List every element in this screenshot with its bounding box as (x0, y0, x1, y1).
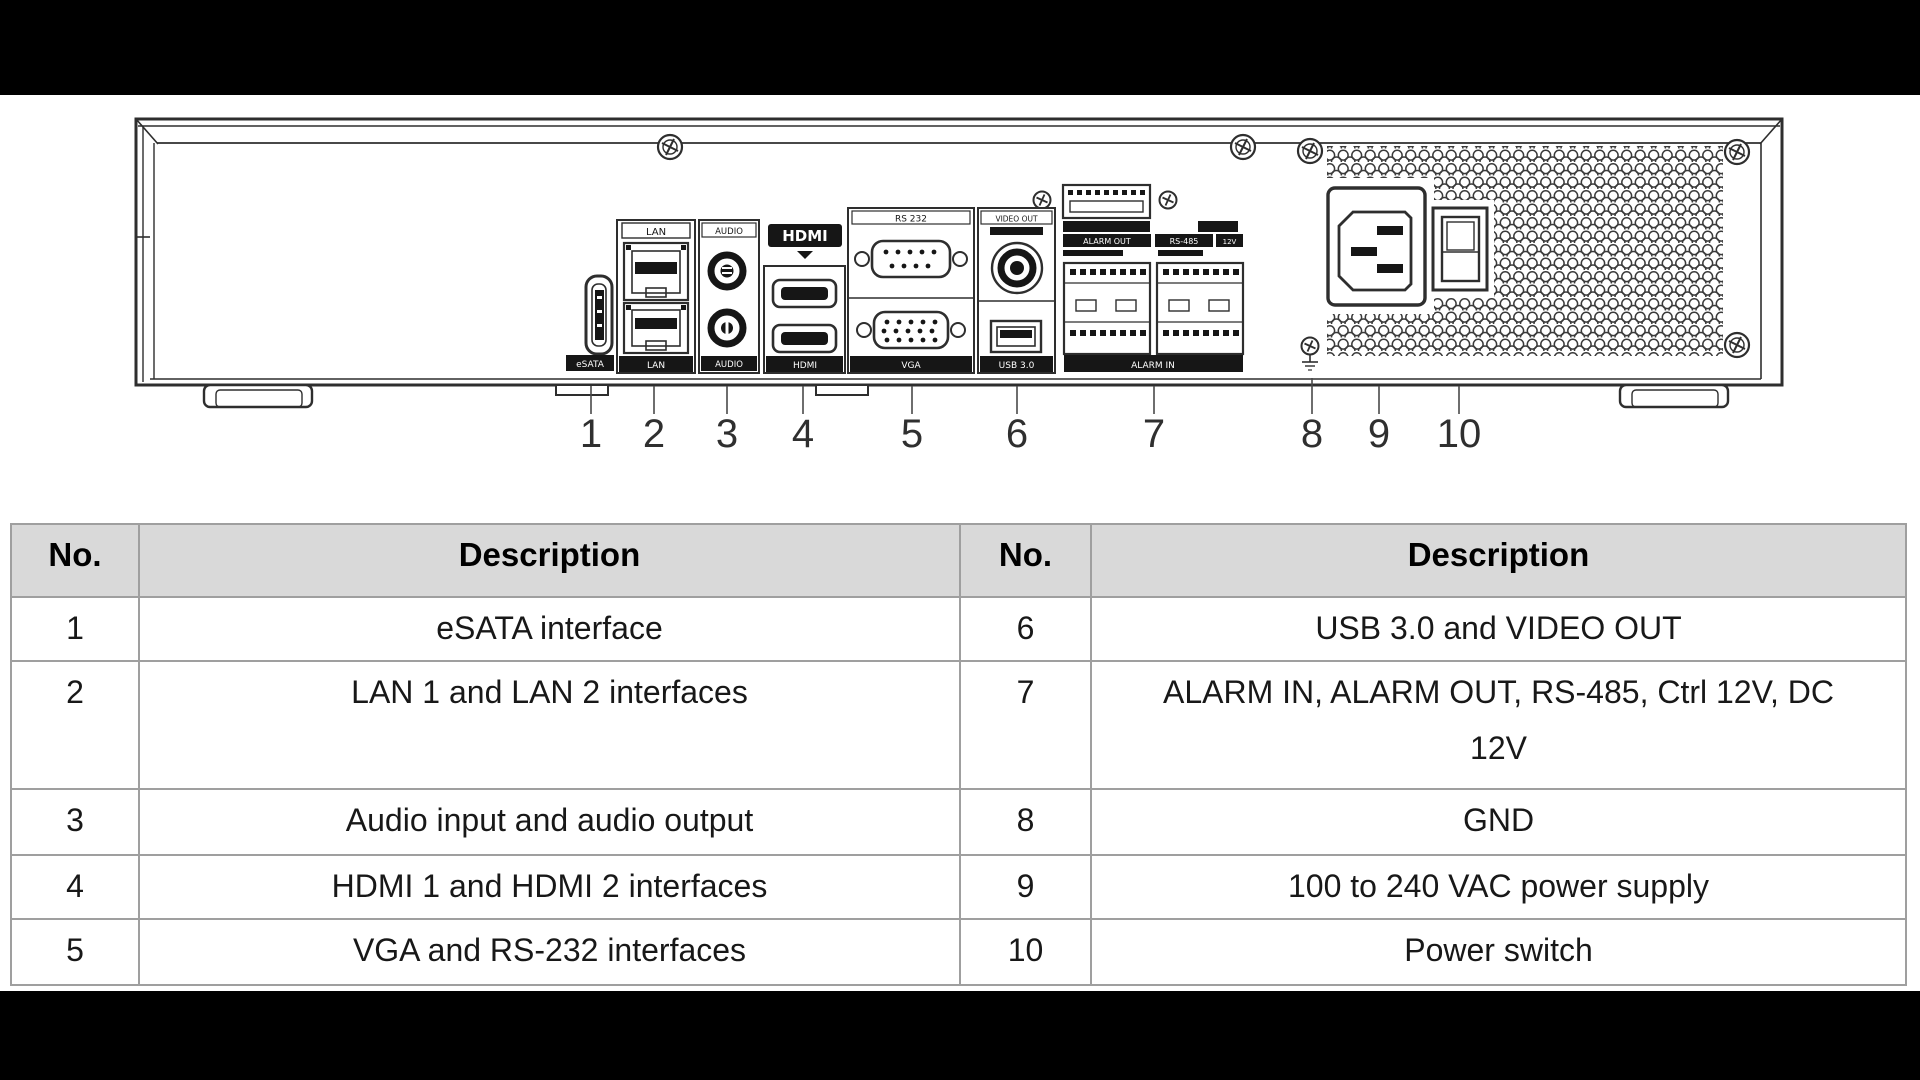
audio-top-label: AUDIO (715, 227, 743, 237)
table-row: 3 Audio input and audio output 8 GND (10, 788, 1907, 856)
cell-description: LAN 1 and LAN 2 interfaces (138, 660, 961, 790)
rs232-vga-group: RS 232 VGA (847, 207, 975, 374)
vga-port (856, 310, 966, 350)
rs485-label: RS-485 (1170, 237, 1199, 246)
usb-bottom-label: USB 3.0 (999, 361, 1035, 371)
chassis-foot-right (1618, 383, 1730, 409)
cell-description: VGA and RS-232 interfaces (138, 918, 961, 986)
power-inlet (1326, 186, 1427, 307)
videoout-usb-group: VIDEO OUT USB 3.0 (977, 207, 1056, 374)
cell-description: eSATA interface (138, 596, 961, 662)
lan-ports: LAN LAN (616, 219, 696, 374)
rs232-top-label: RS 232 (895, 215, 927, 225)
audio-bottom-label: AUDIO (715, 360, 743, 370)
alarm-bottom-label: ALARM IN (1131, 361, 1175, 371)
col-header-no-right: No. (959, 523, 1092, 598)
table-row: 5 VGA and RS-232 interfaces 10 Power swi… (10, 918, 1907, 986)
callout-numbers: 1 2 3 4 5 6 7 8 9 10 (580, 412, 1481, 456)
video-out-jack (990, 241, 1044, 295)
port-description-table: No. Description No. Description 1 eSATA … (10, 523, 1907, 986)
svg-text:HDMI: HDMI (782, 227, 828, 245)
hdmi-bottom-label: HDMI (793, 361, 817, 371)
alarm-label-strips: ALARM OUT RS-485 12V (1063, 221, 1243, 256)
hdmi-port-2 (771, 323, 838, 354)
cell-description: ALARM IN, ALARM OUT, RS-485, Ctrl 12V, D… (1090, 660, 1907, 790)
power-switch (1431, 206, 1489, 292)
audio-jacks: AUDIO AUDIO (698, 219, 760, 374)
cell-description: USB 3.0 and VIDEO OUT (1090, 596, 1907, 662)
cell-description: HDMI 1 and HDMI 2 interfaces (138, 854, 961, 920)
cell-no: 5 (10, 918, 140, 986)
hdmi-logo: HDMI (768, 224, 842, 259)
lan-port-1 (622, 241, 690, 302)
table-row: 2 LAN 1 and LAN 2 interfaces 7 ALARM IN,… (10, 660, 1907, 790)
cell-no: 2 (10, 660, 140, 790)
cell-description: GND (1090, 788, 1907, 856)
mount-tab (555, 384, 609, 396)
cell-description: Power switch (1090, 918, 1907, 986)
usb3-port (989, 319, 1043, 354)
lan-port-2 (622, 301, 690, 355)
cell-no: 6 (959, 596, 1092, 662)
esata-label: eSATA (576, 360, 605, 370)
video-out-top-label: VIDEO OUT (995, 215, 1038, 224)
cell-no: 4 (10, 854, 140, 920)
table-row: 4 HDMI 1 and HDMI 2 interfaces 9 100 to … (10, 854, 1907, 920)
12v-label: 12V (1223, 238, 1237, 246)
col-header-no-left: No. (10, 523, 140, 598)
callout-10: 10 (1437, 412, 1482, 456)
callout-1: 1 (580, 412, 602, 456)
callout-lines (590, 378, 1460, 414)
rs232-port (854, 239, 968, 279)
lan-top-label: LAN (646, 227, 666, 238)
chassis-foot-left (202, 383, 314, 409)
cell-no: 3 (10, 788, 140, 856)
cell-description: 100 to 240 VAC power supply (1090, 854, 1907, 920)
col-header-description-left: Description (138, 523, 961, 598)
cell-no: 7 (959, 660, 1092, 790)
callout-5: 5 (901, 412, 923, 456)
gnd-screw (1300, 336, 1320, 371)
hdmi-port-1 (771, 278, 838, 309)
cell-no: 1 (10, 596, 140, 662)
col-header-description-right: Description (1090, 523, 1907, 598)
vga-bottom-label: VGA (901, 361, 921, 371)
cell-no: 9 (959, 854, 1092, 920)
alarm-terminal-top (1061, 183, 1152, 220)
table-row: 1 eSATA interface 6 USB 3.0 and VIDEO OU… (10, 596, 1907, 662)
callout-2: 2 (643, 412, 665, 456)
callout-7: 7 (1143, 412, 1165, 456)
callout-9: 9 (1368, 412, 1390, 456)
callout-4: 4 (792, 412, 814, 456)
callout-3: 3 (716, 412, 738, 456)
table-header-row: No. Description No. Description (10, 523, 1907, 598)
hdmi-ports: HDMI HDMI (763, 224, 846, 374)
letterbox-bottom (0, 991, 1920, 1080)
alarm-out-label: ALARM OUT (1083, 237, 1131, 246)
alarm-terminals: ALARM OUT RS-485 12V (1061, 183, 1245, 372)
alarm-terminal-right (1155, 261, 1245, 356)
esata-port: eSATA (566, 274, 614, 371)
cell-no: 10 (959, 918, 1092, 986)
alarm-terminal-left (1062, 261, 1152, 356)
lan-bottom-label: LAN (647, 361, 665, 371)
callout-8: 8 (1301, 412, 1323, 456)
callout-6: 6 (1006, 412, 1028, 456)
letterbox-top (0, 0, 1920, 95)
rear-panel-diagram: eSATA LAN LAN (134, 117, 1784, 456)
cell-no: 8 (959, 788, 1092, 856)
mount-tab (815, 384, 869, 396)
cell-description: Audio input and audio output (138, 788, 961, 856)
